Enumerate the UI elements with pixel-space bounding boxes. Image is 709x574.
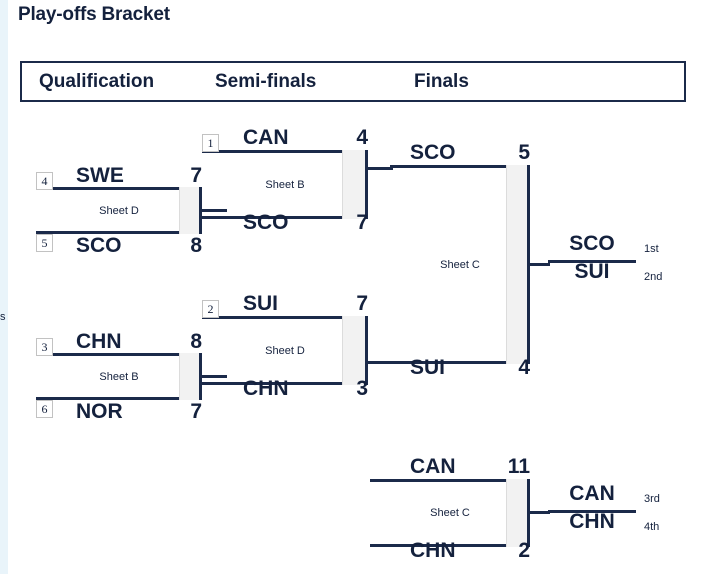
winner-highlight-bar (179, 187, 199, 234)
team-score: 11 (507, 455, 530, 478)
connector-qualification-1-to-semifinal-1 (199, 209, 227, 212)
seed-badge: 1 (202, 134, 219, 152)
team-score: 4 (356, 126, 368, 149)
result-third-place-rank: 3rd (644, 493, 660, 505)
team-score: 4 (518, 356, 530, 379)
winner-highlight-bar (342, 316, 365, 385)
round-header-finals: Finals (414, 71, 469, 92)
result-divider-line (548, 510, 636, 513)
match-top-line (370, 479, 530, 482)
round-header-semifinals: Semi-finals (215, 71, 317, 92)
team-score: 7 (356, 211, 368, 234)
winner-highlight-bar (506, 165, 527, 364)
match-top-line (202, 150, 368, 153)
connector-bronze-final-to-result (527, 511, 550, 514)
team-score: 7 (190, 164, 202, 187)
result-divider-line (548, 260, 636, 263)
team-score: 7 (356, 292, 368, 315)
team-name: CHN (243, 377, 289, 400)
match-top-line (36, 187, 202, 190)
match-sheet-label: Sheet D (99, 204, 139, 217)
team-name: CAN (410, 455, 456, 478)
gold-medal-final-match[interactable]: Sheet C (390, 165, 530, 364)
match-bottom-line (390, 361, 530, 364)
result-second-place-rank: 2nd (644, 271, 663, 283)
result-fourth-place-rank: 4th (644, 521, 660, 533)
result-third-place-team: CAN (569, 482, 615, 505)
team-score: 8 (190, 330, 202, 353)
seed-badge: 6 (36, 400, 53, 418)
qualification-match-1[interactable]: Sheet D (36, 187, 202, 234)
result-fourth-place-team: CHN (569, 510, 615, 533)
team-name: SCO (76, 234, 122, 257)
team-name: CHN (410, 539, 456, 562)
winner-highlight-bar (506, 479, 527, 547)
team-name: CAN (243, 126, 289, 149)
match-bottom-line (370, 544, 530, 547)
winner-highlight-bar (342, 150, 365, 219)
page-title: Play-offs Bracket (18, 4, 170, 25)
winner-highlight-bar (179, 353, 199, 400)
team-name: SUI (410, 356, 446, 379)
bronze-medal-result: CAN 3rd CHN 4th (548, 481, 703, 543)
match-sheet-label: Sheet C (430, 507, 470, 519)
seed-badge: 4 (36, 172, 53, 190)
qualification-match-2[interactable]: Sheet B (36, 353, 202, 400)
match-bottom-line (36, 397, 202, 400)
match-sheet-label: Sheet B (99, 370, 139, 383)
team-name: CHN (76, 330, 122, 353)
page-edge-strip (0, 0, 8, 574)
seed-badge: 5 (36, 234, 53, 252)
seed-badge: 2 (202, 300, 219, 318)
semifinal-match-2[interactable]: Sheet D (202, 316, 368, 385)
match-right-edge (365, 316, 368, 385)
round-header-bar: Qualification Semi-finals Finals (20, 61, 686, 102)
match-top-line (390, 165, 530, 168)
match-bottom-line (202, 382, 368, 385)
match-bottom-line (202, 216, 368, 219)
semifinal-match-1[interactable]: Sheet B (202, 150, 368, 219)
match-sheet-label: Sheet C (440, 258, 480, 271)
match-right-edge (365, 150, 368, 219)
team-score: 2 (518, 539, 530, 562)
connector-gold-final-to-result (527, 263, 550, 266)
result-first-place-rank: 1st (644, 243, 659, 255)
result-second-place-team: SUI (574, 260, 610, 283)
match-top-line (202, 316, 368, 319)
match-bottom-line (36, 231, 202, 234)
connector-semifinal-2-to-gold-final (365, 361, 393, 364)
result-first-place-team: SCO (569, 232, 615, 255)
team-score: 3 (356, 377, 368, 400)
connector-qualification-2-to-semifinal-2 (199, 375, 227, 378)
edge-glyph-artifact: s (0, 311, 6, 323)
bronze-medal-final-match[interactable]: Sheet C (370, 479, 530, 547)
match-top-line (36, 353, 202, 356)
team-name: SCO (243, 211, 289, 234)
team-score: 8 (190, 234, 202, 257)
team-score: 5 (518, 141, 530, 164)
team-name: SCO (410, 141, 456, 164)
connector-semifinal-1-to-gold-final (365, 167, 393, 170)
team-name: NOR (76, 400, 123, 423)
round-header-qualification: Qualification (39, 71, 155, 92)
seed-badge: 3 (36, 338, 53, 356)
match-sheet-label: Sheet B (265, 178, 305, 191)
gold-medal-result: SCO 1st SUI 2nd (548, 231, 703, 293)
team-name: SWE (76, 164, 124, 187)
team-score: 7 (190, 400, 202, 423)
team-name: SUI (243, 292, 279, 315)
match-sheet-label: Sheet D (265, 344, 305, 357)
